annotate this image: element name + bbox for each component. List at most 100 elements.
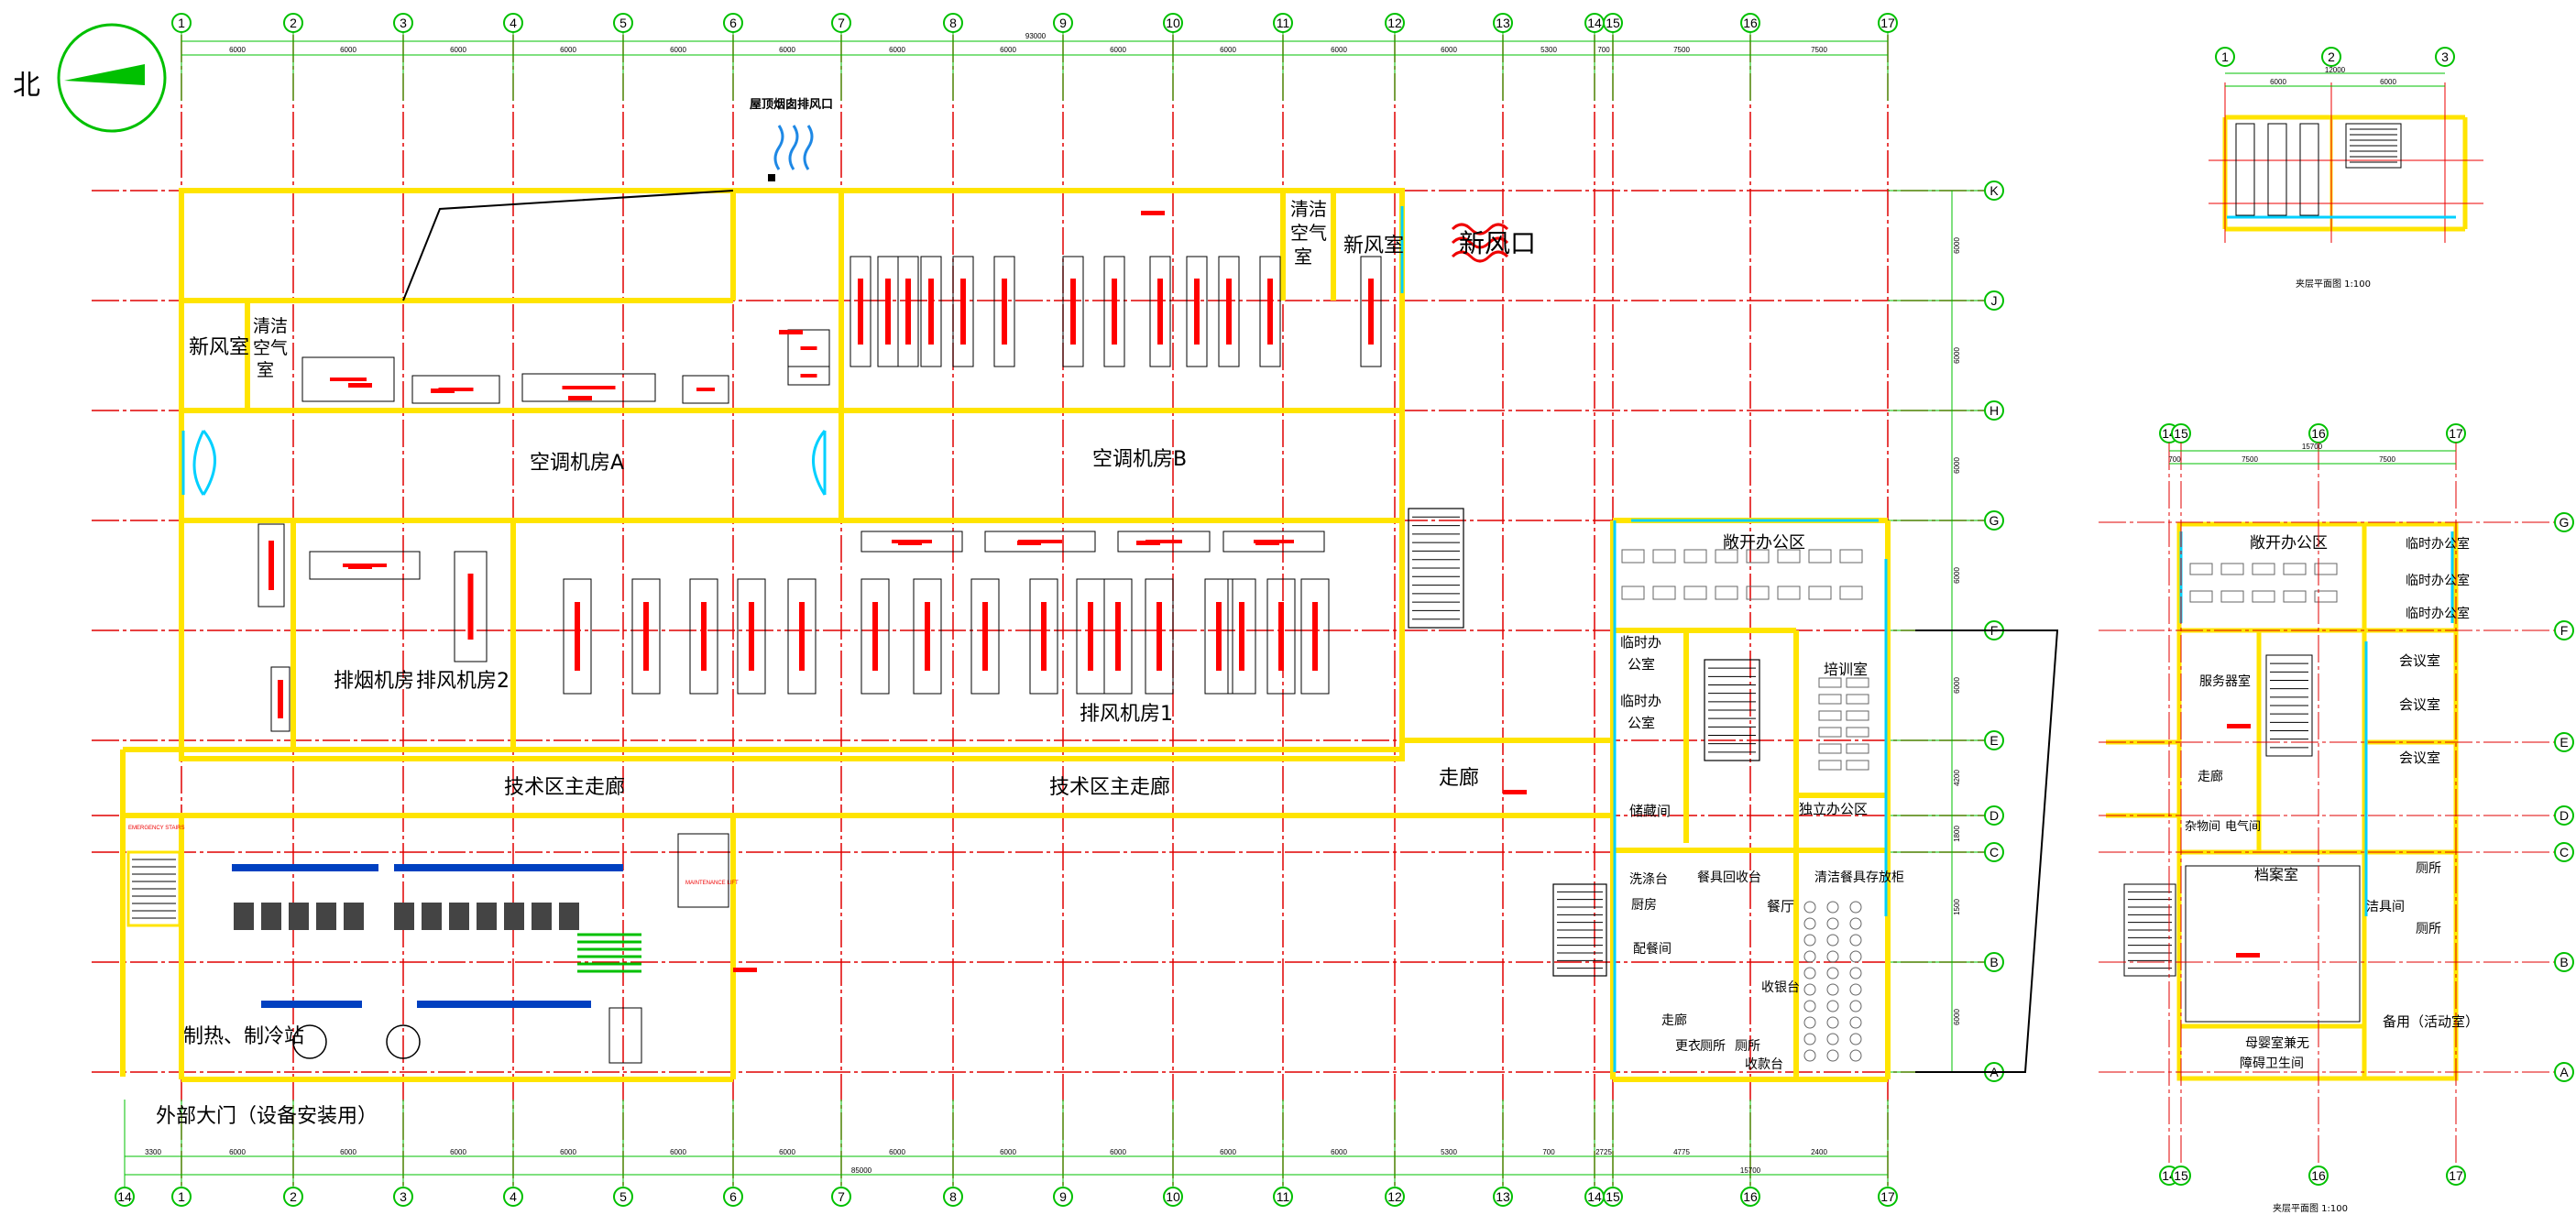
axis-bubble [1273, 1187, 1293, 1207]
food-prep-label: 配餐间 [1633, 942, 1672, 957]
open-office-label: 敞开办公区 [1723, 533, 1805, 553]
axis-bubble [1163, 13, 1183, 33]
segment-dimension: 7500 [1673, 46, 1690, 54]
axis-label: G [1990, 513, 2000, 528]
washing-label: 洗涤台 [1629, 872, 1668, 887]
upper-dim: 7500 [2242, 455, 2258, 464]
small-corridor-label: 走廊 [1661, 1012, 1687, 1028]
axis-label: 10 [1166, 16, 1180, 30]
total-dimension: 93000 [1025, 32, 1047, 40]
segment-dimension: 6000 [1220, 46, 1236, 54]
fresh-air-room-label-2: 新风室 [189, 336, 249, 359]
axis-bubble [393, 1187, 413, 1207]
axis-bubble [115, 1187, 135, 1207]
main-dimension-lines: 93000 6000 6000 6000 6000 6000 6000 6000 6000 600… [125, 32, 1961, 1176]
north-label: 北 [13, 70, 40, 102]
axis-bubble [393, 13, 413, 33]
segment-dimension: 6000 [1441, 46, 1457, 54]
upper-open-office-label: 敞开办公区 [2250, 534, 2328, 553]
axis-label: 3 [400, 16, 407, 30]
temp-office-label-2: 临时办公室 [1620, 693, 1661, 731]
upper-mother-baby: 母婴室兼无障碍卫生间 [2240, 1035, 2309, 1071]
hvac-station-label: 制热、制冷站 [183, 1025, 304, 1048]
segment-dimension: 6000 [340, 1148, 356, 1156]
upper-cleaning: 洁具间 [2366, 900, 2405, 914]
axis-bubble [613, 1187, 633, 1207]
axis-label: 12 [1387, 1189, 1402, 1204]
axis-label: 13 [1496, 1189, 1510, 1204]
upper-total-dim: 15700 [2302, 443, 2323, 451]
axis-bubble [1878, 1187, 1898, 1207]
axis-label: 17 [2449, 1168, 2463, 1183]
segment-dimension: 6000 [1110, 46, 1126, 54]
emergency-stairs-label: EMERGENCY STAIRS [128, 826, 184, 831]
axis-label: 3 [2441, 49, 2449, 64]
roof-vent-icon [768, 174, 775, 181]
external-gate-label: 外部大门（设备安装用） [156, 1105, 378, 1128]
upper-reserve: 备用（活动室） [2383, 1013, 2479, 1030]
segment-dimension: 6000 [889, 46, 905, 54]
axis-label: B [1990, 955, 1998, 969]
main-stairs [126, 508, 1760, 977]
segment-dimension: 6000 [1331, 46, 1347, 54]
axis-label: 10 [1166, 1189, 1180, 1204]
axis-bubble [1053, 13, 1073, 33]
clean-air-room-label-2: 清洁空气室 [253, 316, 288, 380]
segment-dimension: 700 [1597, 46, 1610, 54]
storage-label: 储藏间 [1629, 803, 1671, 819]
axis-bubble [1984, 290, 2004, 311]
axis-label: E [1990, 733, 1998, 748]
axis-bubble [1984, 842, 2004, 862]
mezz-title: 夹层平面图 1:100 [2296, 278, 2371, 290]
segment-dimension: 6000 [560, 46, 576, 54]
axis-bubble [1984, 510, 2004, 531]
axis-label: 7 [838, 1189, 845, 1204]
main-walls [120, 188, 1891, 1082]
axis-label: 17 [1880, 16, 1895, 30]
axis-label: 7 [838, 16, 845, 30]
segment-dimension: 6000 [670, 1148, 686, 1156]
axis-label: F [2560, 623, 2569, 638]
axis-bubble [1603, 1187, 1623, 1207]
ahu-room-a-label: 空调机房A [530, 452, 624, 475]
segment-dimension: 5300 [1441, 1148, 1457, 1156]
sloped-duct-line [402, 190, 734, 301]
total-dimension: 85000 [851, 1166, 872, 1175]
axis-label: 8 [949, 1189, 957, 1204]
axis-bubble [1740, 13, 1760, 33]
axis-label: 3 [400, 1189, 407, 1204]
axis-bubble [283, 1187, 303, 1207]
cashier-label: 收款台 [1745, 1057, 1783, 1072]
axis-bubble [1984, 181, 2004, 201]
axis-label: 14 [1587, 16, 1602, 30]
axis-label: 4 [510, 16, 517, 30]
axis-label: 17 [1880, 1189, 1895, 1204]
axis-bubble [1984, 400, 2004, 421]
axis-label: 11 [1277, 1189, 1290, 1204]
axis-label: 2 [290, 16, 297, 30]
exhaust-arrows-icon [773, 125, 814, 170]
axis-label: 2 [2328, 49, 2335, 64]
axis-label: 17 [2449, 426, 2463, 441]
upper-archive: 档案室 [2254, 866, 2298, 883]
segment-dimension: 6000 [1220, 1148, 1236, 1156]
total-dimension: 15700 [1740, 1166, 1761, 1175]
segment-dimension: 6000 [1110, 1148, 1126, 1156]
axis-label: 14 [1587, 1189, 1602, 1204]
tableware-return-label: 餐具回收台 [1697, 870, 1761, 885]
mezz-dim: 6000 [2270, 78, 2286, 86]
axis-label: 15 [1606, 1189, 1620, 1204]
axis-label: 15 [1606, 16, 1620, 30]
axis-bubble [1163, 1187, 1183, 1207]
segment-dimension: 6000 [229, 46, 246, 54]
axis-label: 6 [729, 16, 737, 30]
segment-dimension: 6000 [1953, 457, 1961, 474]
chiller-units [292, 1024, 421, 1059]
axis-bubble [1740, 1187, 1760, 1207]
axis-label: 12 [1387, 16, 1402, 30]
axis-label: A [2560, 1065, 2569, 1079]
training-room-label: 培训室 [1824, 661, 1868, 678]
